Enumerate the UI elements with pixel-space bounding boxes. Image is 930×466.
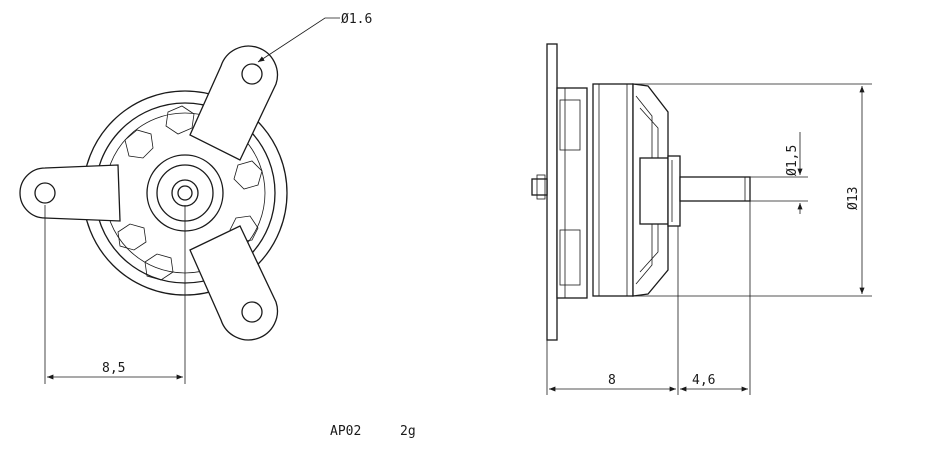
bottom-mount-arm [189,225,279,341]
model-caption: AP02 [330,424,362,439]
mount-hole [241,63,263,85]
shaft-end [177,185,193,201]
body-diameter-label: Ø13 [846,187,861,210]
rear-nub [531,178,548,196]
top-mount-arm [189,45,279,161]
hole-diameter-label: Ø1.6 [341,12,372,27]
side-view: Ø13 Ø1,5 8 4,6 [531,43,872,395]
body-length-label: 8 [608,373,616,388]
shaft [679,176,751,202]
left-mount-arm [19,164,121,222]
mount-plate [546,43,558,341]
stator-teeth [117,105,263,281]
hole-diameter-leader [257,17,340,63]
front-view: Ø1.6 8,5 [19,12,372,384]
bolt-spacing-label: 8,5 [102,361,125,376]
shaft-diameter-label: Ø1,5 [785,145,800,176]
weight-caption: 2g [400,424,416,439]
shaft-collar [667,155,681,227]
shaft-length-label: 4,6 [692,373,715,388]
